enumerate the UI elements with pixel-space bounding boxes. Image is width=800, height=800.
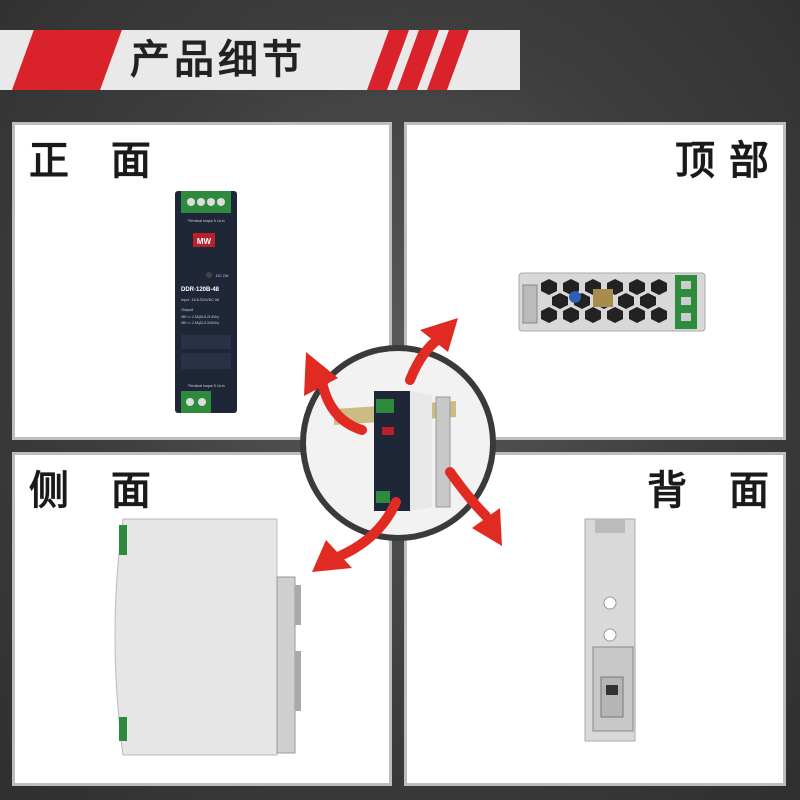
panel-side: 侧 面 — [12, 452, 392, 786]
front-view-image: MW *Terminal torque 5 Lb-in DC OK DDR-12… — [175, 191, 237, 413]
panel-back-label: 背 面 — [647, 468, 783, 514]
output-line-1: 48V == 2.5A(16.8-21.6Vin) — [181, 315, 219, 319]
dc-ok-label: DC OK — [216, 273, 229, 278]
terminal-note-top: *Terminal torque 5 Lb-in — [187, 219, 224, 223]
page-title: 产品细节 — [130, 37, 306, 83]
panel-front-label: 正 面 — [29, 138, 165, 184]
input-label: Input : 16.8-33.6VDC 9A — [181, 298, 220, 302]
model-label: DDR-120B-48 — [181, 287, 220, 293]
terminal-note-bottom: *Terminal torque 5 Lb-in — [187, 384, 224, 388]
header-banner: 产品细节 — [0, 30, 800, 90]
banner-stripes — [367, 30, 469, 90]
center-product-circle — [300, 345, 496, 541]
side-view-image — [114, 518, 301, 756]
output-title: Output — [181, 307, 194, 312]
top-view-image — [518, 272, 706, 332]
back-view-image — [584, 518, 636, 742]
brand-logo: MW — [197, 237, 212, 246]
output-line-2: 48V == 2.5A(21.6-33.6Vin) — [181, 321, 219, 325]
center-product-image — [334, 391, 456, 511]
panel-side-label: 侧 面 — [29, 468, 165, 514]
panel-top-label: 顶部 — [675, 138, 783, 184]
